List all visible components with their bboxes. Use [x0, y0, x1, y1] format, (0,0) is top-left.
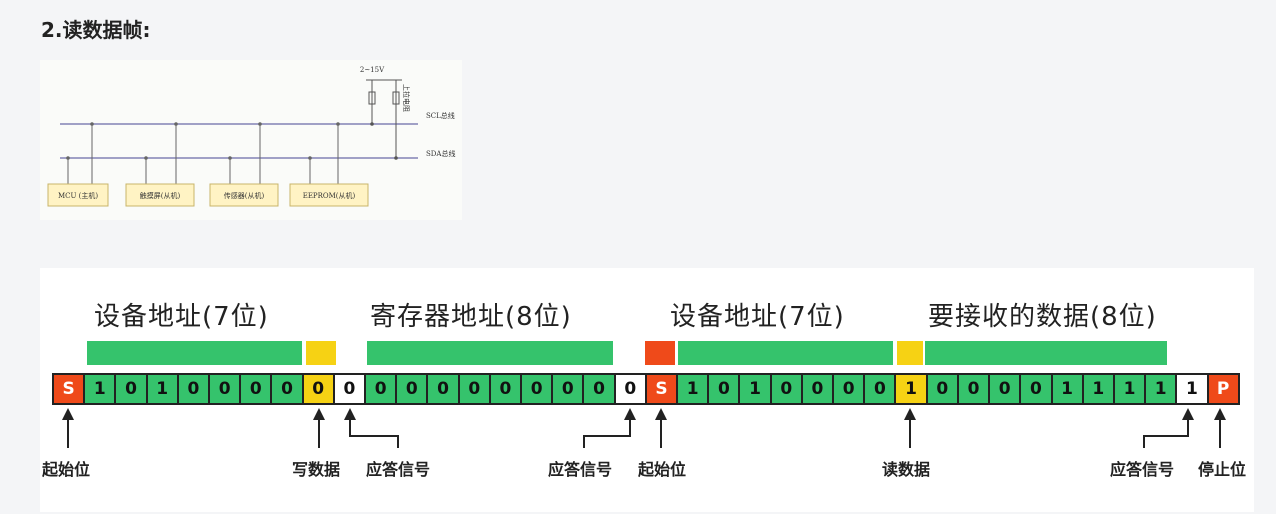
bit-cell: 0	[522, 375, 554, 403]
sda-label: SDA总线	[426, 149, 455, 158]
bit-cell: 0	[303, 375, 335, 403]
bit-cell: S	[54, 375, 86, 403]
bit-cell: 0	[553, 375, 585, 403]
bit-cell: 1	[85, 375, 117, 403]
label-start-bit-2: 起始位	[638, 460, 687, 479]
band-register-address	[367, 341, 613, 365]
bit-cell: 0	[366, 375, 398, 403]
bit-cell: 1	[896, 375, 928, 403]
bit-cell: 0	[178, 375, 211, 403]
label-ack-2: 应答信号	[548, 460, 613, 479]
bit-cell: 1	[1177, 375, 1209, 403]
i2c-bus-diagram: MCU (主机) 触摸屏(从机) 传感器(从机) EEPROM(从机) 2~15…	[40, 60, 462, 220]
section-heading: 2.读数据帧:	[41, 18, 151, 42]
band-device-address-2	[678, 341, 893, 365]
bit-cell: 1	[1114, 375, 1147, 403]
label-stop-bit: 停止位	[1198, 460, 1247, 479]
label-write-data: 写数据	[292, 460, 341, 479]
bit-cell: 0	[990, 375, 1022, 403]
bit-cell: 0	[584, 375, 616, 403]
bit-cell: 0	[709, 375, 741, 403]
label-ack-1: 应答信号	[366, 460, 431, 479]
label-ack-3: 应答信号	[1110, 460, 1175, 479]
band-received-data	[925, 341, 1167, 365]
bit-cell: 0	[428, 375, 460, 403]
bit-cell: 0	[490, 375, 523, 403]
bit-cell: 0	[397, 375, 429, 403]
bit-cell: 0	[834, 375, 866, 403]
label-read-data: 读数据	[882, 460, 931, 479]
device-touchscreen: 触摸屏(从机)	[140, 191, 181, 200]
label-start-bit-1: 起始位	[42, 460, 91, 479]
band-write-bit	[306, 341, 336, 365]
band-device-address-1	[87, 341, 302, 365]
bit-cell: P	[1208, 375, 1238, 403]
scl-label: SCL总线	[426, 111, 455, 120]
bit-cell: 1	[1052, 375, 1084, 403]
bit-cell: 0	[241, 375, 273, 403]
bit-cell: 0	[958, 375, 991, 403]
bit-cell: 1	[740, 375, 772, 403]
bit-cell: 0	[771, 375, 803, 403]
section-device-address-2: 设备地址(7位)	[670, 302, 845, 332]
bit-cell: 0	[615, 375, 647, 403]
bit-cell: 1	[147, 375, 179, 403]
section-device-address-1: 设备地址(7位)	[94, 302, 269, 332]
bit-cell: 0	[802, 375, 835, 403]
bit-cell: 1	[1146, 375, 1178, 403]
section-register-address: 寄存器地址(8位)	[370, 302, 572, 332]
bit-cell: 0	[865, 375, 897, 403]
bit-cell: S	[646, 375, 679, 403]
bit-cell: 0	[334, 375, 367, 403]
bit-cell: 1	[678, 375, 710, 403]
device-sensor: 传感器(从机)	[224, 191, 265, 200]
band-repeated-start	[645, 341, 675, 365]
bit-cell: 0	[459, 375, 491, 403]
device-eeprom: EEPROM(从机)	[303, 191, 356, 200]
bit-cell: 0	[1021, 375, 1053, 403]
section-received-data: 要接收的数据(8位)	[928, 302, 1157, 332]
bit-cell: 1	[1083, 375, 1115, 403]
voltage-label: 2~15V	[360, 66, 385, 74]
bit-cell: 0	[927, 375, 959, 403]
band-read-bit	[897, 341, 923, 365]
bus-wiring: MCU (主机) 触摸屏(从机) 传感器(从机) EEPROM(从机) 2~15…	[47, 66, 455, 207]
bit-cell: 0	[210, 375, 242, 403]
pullup-label: 上拉电阻	[402, 84, 411, 112]
bit-cell: 0	[272, 375, 304, 403]
bit-cell: 0	[116, 375, 148, 403]
device-mcu: MCU (主机)	[58, 191, 98, 200]
